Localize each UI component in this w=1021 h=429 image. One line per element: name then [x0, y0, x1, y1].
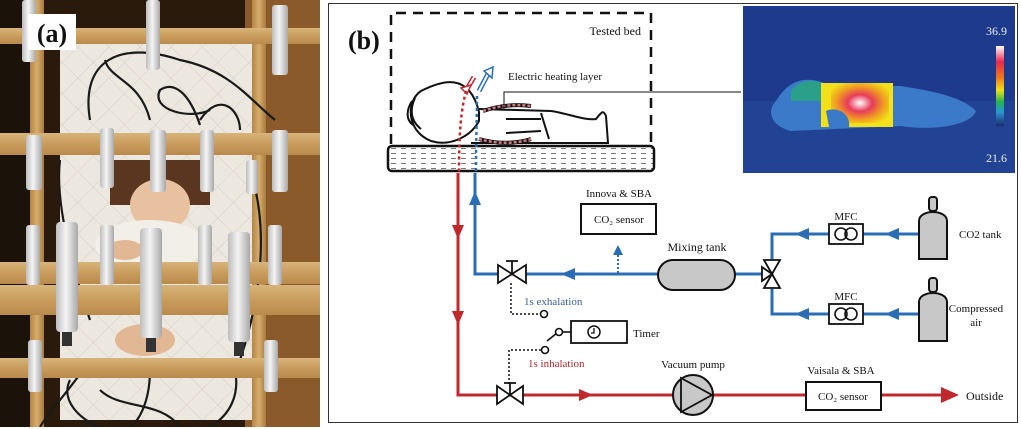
panel-a-tag-box	[28, 14, 76, 50]
outside-label: Outside	[966, 389, 1003, 403]
mfc-bottom-label: MFC	[834, 291, 857, 303]
panel-a-tag: (a)	[37, 19, 67, 48]
tested-bed-label: Tested bed	[590, 24, 641, 38]
breathing-arrows	[459, 65, 494, 96]
heating-layer-leader	[503, 91, 741, 109]
switch-lever[interactable]	[546, 332, 558, 342]
co2-tank-label: CO2 tank	[959, 229, 1002, 241]
co2-supply-pipe	[770, 232, 921, 259]
inhalation-pipe	[456, 173, 941, 397]
co2-flow-arrow	[795, 228, 809, 240]
exhalation-contact	[539, 309, 549, 319]
sampling-arrow	[613, 245, 623, 255]
mfc-air	[828, 303, 864, 325]
inhalation-arrow	[452, 225, 464, 239]
panel-b-tag: (b)	[348, 26, 380, 55]
inhalation-arrow	[579, 389, 593, 401]
co2-sensor-tubes	[22, 0, 288, 392]
co2-tank-cylinder	[918, 196, 948, 260]
inhalation-contact	[540, 345, 550, 355]
air-flow-arrow	[795, 308, 809, 320]
co2-sensor-vaisala-label: CO₂ sensor	[818, 391, 868, 403]
manikin-photo: (a)	[0, 0, 320, 427]
air-supply-pipe	[770, 289, 921, 316]
mfc-co2	[828, 223, 864, 245]
compressed-air-cylinder	[918, 277, 948, 342]
inhalation-valve[interactable]	[496, 382, 524, 406]
co2-sensor-innova-label: CO₂ sensor	[594, 214, 644, 226]
vacuum-pump	[672, 374, 714, 416]
exhalation-valve[interactable]	[497, 260, 527, 285]
inhalation-control-line	[508, 349, 541, 385]
panel-b-schematic: (b) Tested bed Electric heating layer	[328, 3, 1018, 423]
thermal-scale-min: 21.6	[986, 151, 1007, 165]
exhalation-timing-label: 1s exhalation	[524, 296, 583, 308]
outside-arrow	[941, 387, 959, 403]
thermal-scale-max: 36.9	[986, 24, 1007, 38]
tested-bed-enclosure	[389, 11, 653, 144]
infant-manikin	[406, 81, 610, 144]
mattress	[386, 144, 656, 173]
innova-sba-label: Innova & SBA	[586, 188, 652, 200]
heating-layer-label: Electric heating layer	[508, 71, 602, 83]
mfc-top-label: MFC	[834, 211, 857, 223]
thermal-image: 36.9 21.6	[743, 6, 1015, 173]
vacuum-pump-label: Vacuum pump	[661, 359, 725, 371]
timer-box	[570, 320, 628, 344]
thermal-colorbar	[996, 46, 1004, 126]
vaisala-sba-label: Vaisala & SBA	[807, 365, 874, 377]
mixing-tank-label: Mixing tank	[668, 240, 727, 254]
three-way-valve[interactable]	[761, 259, 782, 289]
co2-flow-arrow	[885, 228, 899, 240]
compressed-air-label-1: Compressed	[949, 303, 1004, 315]
inhalation-path-dotted	[457, 90, 468, 174]
exhalation-pipe	[473, 173, 661, 276]
switch-pivot	[554, 327, 564, 337]
manikin-head	[130, 179, 190, 231]
mixing-tank	[657, 259, 736, 291]
exhalation-arrow	[469, 191, 481, 205]
inhalation-arrow	[452, 311, 464, 325]
co2-sensor-vaisala	[805, 381, 882, 411]
co2-sensor-innova	[580, 203, 657, 235]
experimental-setup-diagram: (b) Tested bed Electric heating layer	[348, 6, 1015, 416]
exhalation-path-dotted	[474, 95, 479, 174]
exhalation-arrow	[561, 268, 575, 280]
electric-heating-layer	[478, 103, 532, 145]
air-flow-arrow	[885, 308, 899, 320]
timer-label: Timer	[633, 328, 660, 340]
inhalation-timing-label: 1s inhalation	[528, 358, 585, 370]
panel-a-photo: (a)	[0, 0, 320, 427]
clock-icon	[587, 325, 601, 339]
compressed-air-label-2: air	[970, 317, 982, 329]
frame-board	[0, 358, 320, 378]
